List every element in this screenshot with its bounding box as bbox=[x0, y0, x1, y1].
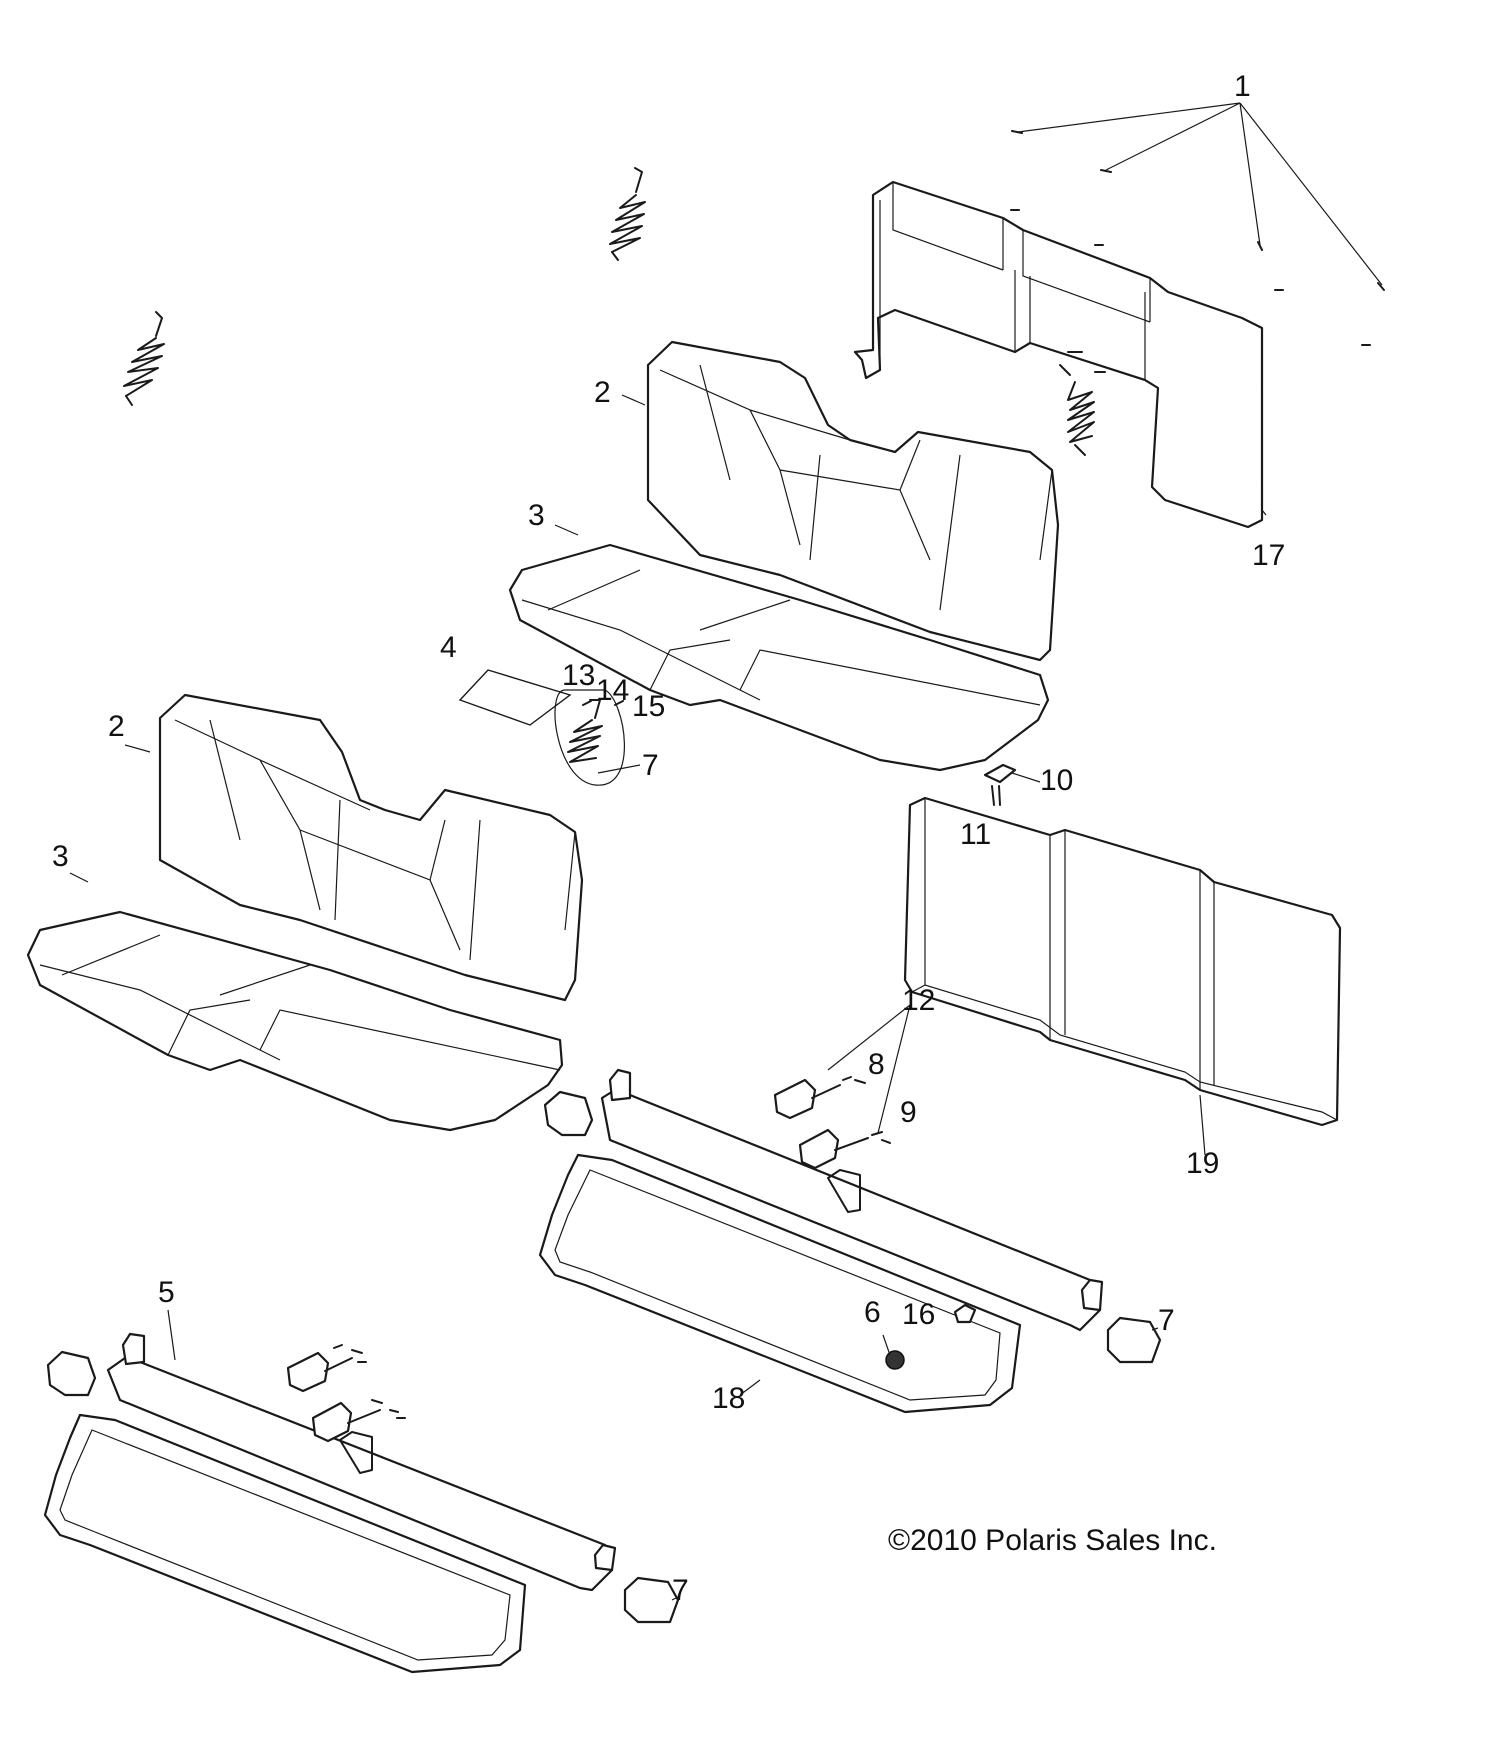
latch-7-lower bbox=[623, 1576, 680, 1624]
seat-latch-spring-top bbox=[1059, 351, 1106, 456]
callout-7-lower: 7 bbox=[672, 1574, 689, 1607]
callout-3-lower: 3 bbox=[52, 840, 69, 873]
lower-seat-backrest-2 bbox=[158, 693, 584, 1002]
callout-1: 1 bbox=[1234, 70, 1251, 103]
latch-left-18 bbox=[543, 1090, 594, 1137]
callout-4: 4 bbox=[440, 631, 457, 664]
storage-panel-19 bbox=[903, 796, 1342, 1127]
pad-4 bbox=[458, 669, 572, 726]
callout-2-lower: 2 bbox=[108, 710, 125, 743]
latch-7-right bbox=[1106, 1316, 1162, 1364]
callout-6: 6 bbox=[864, 1296, 881, 1329]
callout-labels: 1 2 3 17 4 13 14 15 7 2 10 11 3 12 8 9 1… bbox=[52, 70, 1285, 1607]
callout-12: 12 bbox=[902, 984, 935, 1017]
callout-15: 15 bbox=[632, 690, 665, 723]
upper-seat-cushion-3 bbox=[508, 543, 1050, 772]
callout-18: 18 bbox=[712, 1382, 745, 1415]
buckle-assembly-8 bbox=[773, 1004, 911, 1170]
callout-7-upper: 7 bbox=[642, 749, 659, 782]
seat-latch-spring-left bbox=[123, 311, 165, 406]
callout-10: 10 bbox=[1040, 764, 1073, 797]
copyright-notice: ©2010 Polaris Sales Inc. bbox=[888, 1524, 1217, 1557]
callout-3-upper: 3 bbox=[528, 499, 545, 532]
seat-latch-spring-7 bbox=[554, 689, 641, 786]
seat-latch-spring-upper bbox=[609, 167, 646, 261]
nut-16 bbox=[953, 1303, 977, 1324]
screw-set-1 bbox=[1010, 102, 1385, 346]
callout-9: 9 bbox=[900, 1096, 917, 1129]
buckle-assembly-lower bbox=[286, 1344, 406, 1443]
callout-17: 17 bbox=[1252, 539, 1285, 572]
bracket-10 bbox=[983, 763, 1041, 806]
latch-left-5 bbox=[46, 1350, 97, 1397]
seat-back-panel-17 bbox=[853, 180, 1264, 529]
callout-19: 19 bbox=[1186, 1147, 1219, 1180]
leader-lines bbox=[69, 394, 1267, 1601]
seat-base-frame-5 bbox=[43, 1332, 617, 1674]
seat-base-frame-18 bbox=[538, 1068, 1104, 1414]
callout-14: 14 bbox=[596, 674, 629, 707]
upper-seat-backrest-2 bbox=[646, 340, 1060, 662]
lower-seat-cushion-3 bbox=[26, 910, 564, 1132]
callout-7-right: 7 bbox=[1158, 1304, 1175, 1337]
callout-8: 8 bbox=[868, 1048, 885, 1081]
callout-11: 11 bbox=[960, 818, 991, 851]
bumper-6 bbox=[885, 1350, 905, 1370]
callout-2-upper: 2 bbox=[594, 376, 611, 409]
callout-5: 5 bbox=[158, 1276, 175, 1309]
callout-13: 13 bbox=[562, 659, 595, 692]
callout-16: 16 bbox=[902, 1298, 935, 1331]
